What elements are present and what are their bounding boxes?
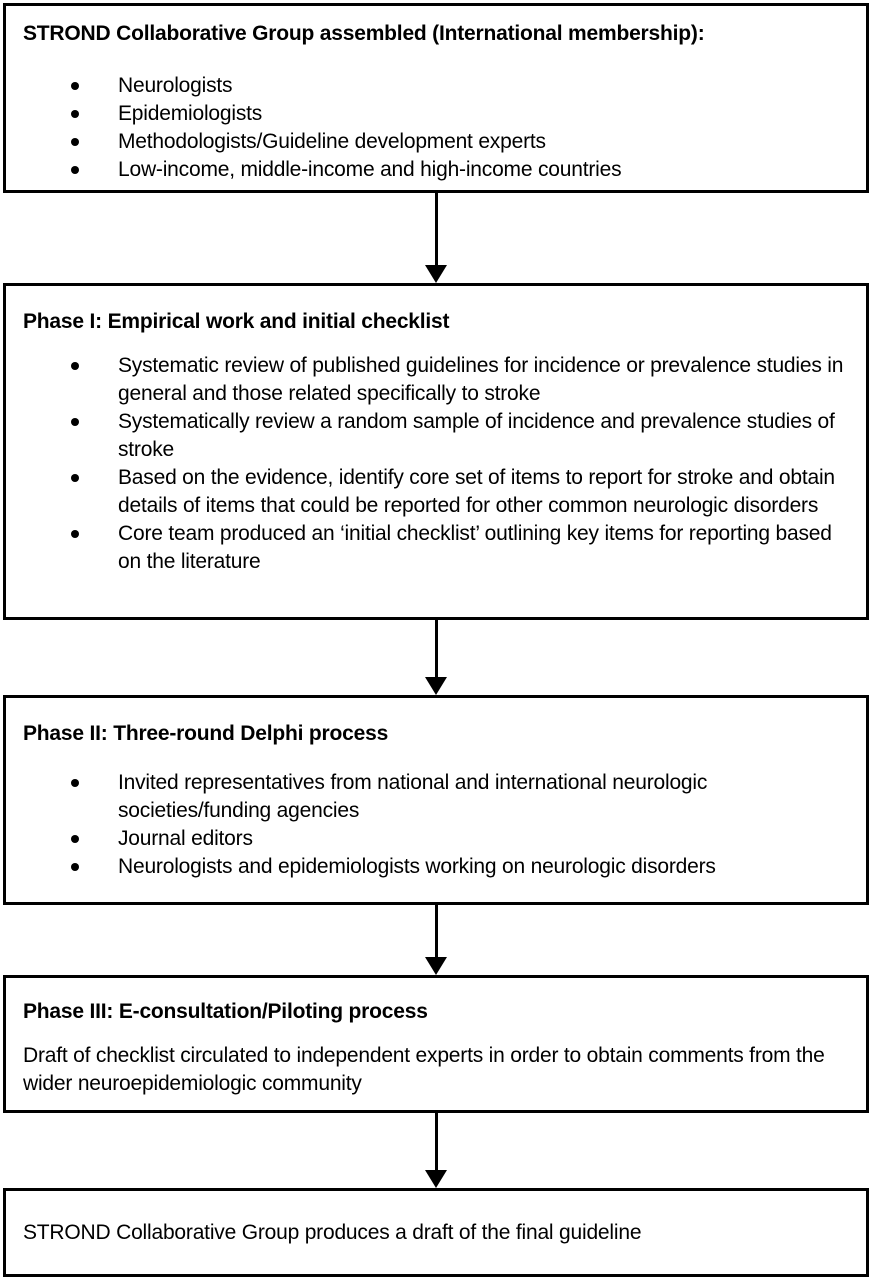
box-title: STROND Collaborative Group assembled (In… xyxy=(23,22,705,45)
box-title: Phase I: Empirical work and initial chec… xyxy=(23,310,450,333)
bullet-item: Neurologists xyxy=(23,72,849,100)
bullet-item: Systematically review a random sample of… xyxy=(23,408,849,464)
down-arrow xyxy=(0,905,872,975)
down-arrow xyxy=(0,1113,872,1188)
box-title: Phase III: E-consultation/Piloting proce… xyxy=(23,1000,428,1023)
arrow-shaft xyxy=(434,1113,438,1170)
box-title: Phase II: Three-round Delphi process xyxy=(23,722,389,745)
arrow-shaft xyxy=(434,620,438,677)
box-body-text: STROND Collaborative Group produces a dr… xyxy=(23,1220,642,1244)
box-body-text: Draft of checklist circulated to indepen… xyxy=(23,1044,825,1095)
bullet-item: Systematic review of published guideline… xyxy=(23,352,849,408)
bullet-list: Systematic review of published guideline… xyxy=(23,352,849,576)
arrow-shaft xyxy=(434,193,438,265)
arrow-head-icon xyxy=(425,957,447,975)
bullet-item: Methodologists/Guideline development exp… xyxy=(23,128,849,156)
flow-box-phase-2: Phase II: Three-round Delphi process Inv… xyxy=(3,695,869,905)
flow-box-phase-3: Phase III: E-consultation/Piloting proce… xyxy=(3,975,869,1113)
arrow-shaft xyxy=(434,905,438,957)
arrow-head-icon xyxy=(425,1170,447,1188)
bullet-list: Invited representatives from national an… xyxy=(23,769,849,881)
bullet-item: Epidemiologists xyxy=(23,100,849,128)
bullet-item: Based on the evidence, identify core set… xyxy=(23,464,849,520)
arrow-head-icon xyxy=(425,677,447,695)
bullet-item: Invited representatives from national an… xyxy=(23,769,849,825)
flow-box-final-guideline: STROND Collaborative Group produces a dr… xyxy=(3,1188,869,1277)
bullet-item: Low-income, middle-income and high-incom… xyxy=(23,156,849,184)
down-arrow xyxy=(0,193,872,283)
bullet-item: Core team produced an ‘initial checklist… xyxy=(23,520,849,576)
flow-box-collaborative-group-assembled: STROND Collaborative Group assembled (In… xyxy=(3,3,869,193)
bullet-item: Neurologists and epidemiologists working… xyxy=(23,853,849,881)
flow-box-phase-1: Phase I: Empirical work and initial chec… xyxy=(3,283,869,620)
bullet-list: Neurologists Epidemiologists Methodologi… xyxy=(23,72,849,184)
down-arrow xyxy=(0,620,872,695)
bullet-item: Journal editors xyxy=(23,825,849,853)
arrow-head-icon xyxy=(425,265,447,283)
